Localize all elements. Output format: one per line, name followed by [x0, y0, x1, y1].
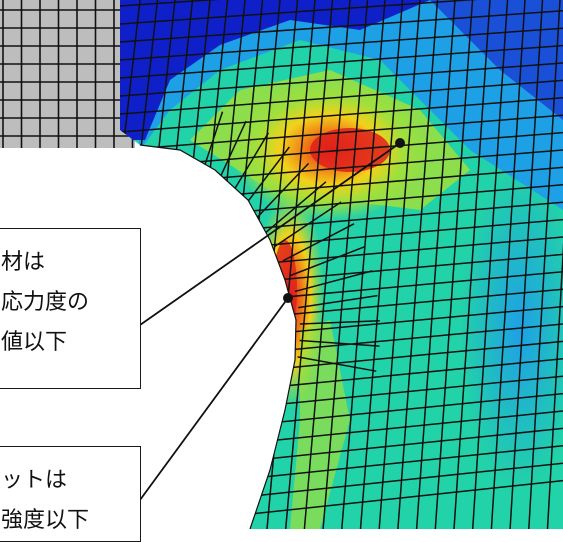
undeformed-mesh-region — [0, 0, 135, 148]
leader-line-lower — [140, 298, 288, 500]
callout-upper-line-3: 値以下 — [0, 323, 140, 363]
callout-lower-line-1: ットは — [0, 461, 140, 501]
callout-upper-line-1: 材は — [0, 243, 140, 283]
callout-lower-line-2: 強度以下 — [0, 501, 140, 541]
marker-dot-lower — [283, 293, 293, 303]
callout-box-upper: 材は 応力度の 値以下 — [0, 228, 141, 389]
marker-dot-upper — [395, 138, 405, 148]
callout-upper-line-2: 応力度の — [0, 283, 140, 323]
callout-box-lower: ットは 強度以下 — [0, 446, 141, 542]
